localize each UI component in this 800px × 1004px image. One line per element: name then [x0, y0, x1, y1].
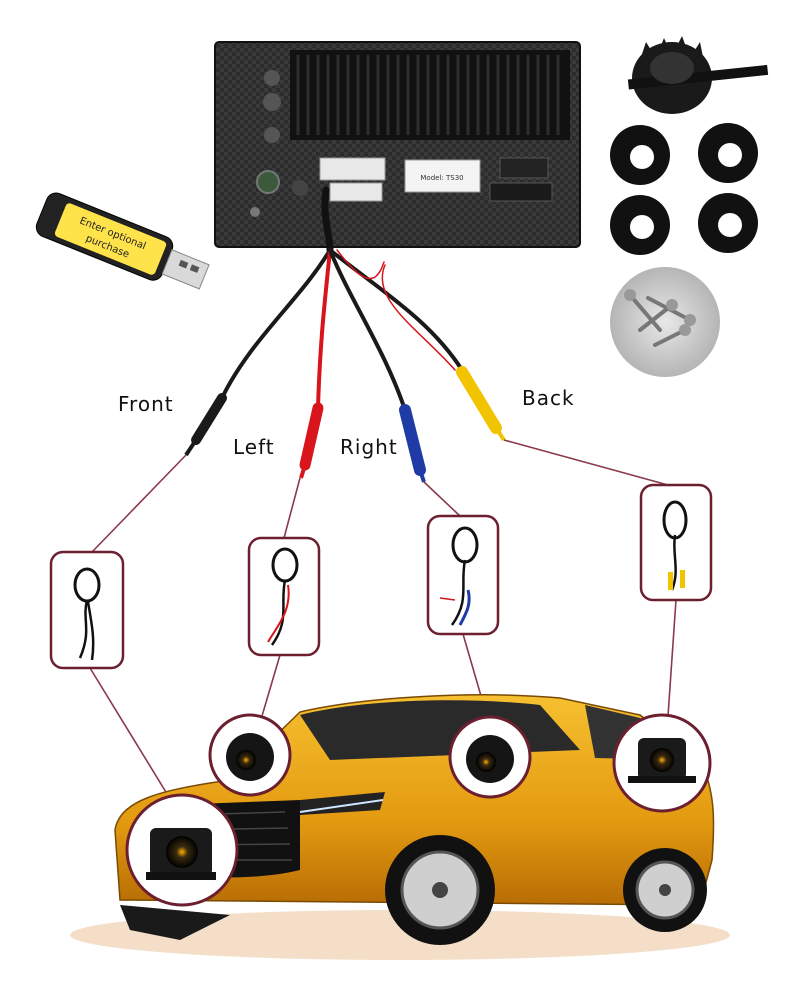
cable-harness — [220, 186, 464, 412]
camera-lens-icon — [166, 836, 198, 868]
hole-saw-icon — [627, 36, 769, 114]
back-plug — [456, 366, 506, 442]
right-cable-box — [426, 514, 500, 636]
usb-stick: Enter optional purchase — [35, 192, 210, 290]
right-plug — [399, 404, 426, 483]
right-camera — [448, 715, 532, 799]
rubber-grommets — [610, 123, 758, 255]
left-camera — [208, 713, 292, 797]
gps-port — [256, 170, 280, 194]
camera-lens-icon — [476, 752, 496, 772]
antenna-port — [264, 70, 280, 86]
left-plug — [299, 402, 324, 479]
grommet-icon — [610, 125, 670, 185]
front-plug — [184, 393, 227, 457]
left-cable-box — [247, 536, 321, 657]
front-camera — [125, 793, 239, 907]
screws-icon — [610, 267, 720, 377]
front-cable-box — [49, 550, 125, 670]
windshield — [300, 700, 580, 760]
camera-lens-icon — [650, 748, 674, 772]
right-label: Right — [340, 435, 398, 459]
grommet-icon — [698, 123, 758, 183]
model-sticker — [404, 159, 481, 193]
left-label: Left — [233, 435, 275, 459]
sticker-text: Model: TS30 — [420, 174, 463, 182]
head-unit: Model: TS30 — [214, 41, 581, 248]
wire-connector — [319, 157, 386, 181]
front-label: Front — [118, 392, 174, 416]
camera-lens-icon — [236, 750, 256, 770]
grommet-icon — [610, 195, 670, 255]
grommet-icon — [698, 193, 758, 253]
back-cable-box — [639, 483, 713, 602]
back-camera — [612, 713, 712, 813]
back-label: Back — [522, 386, 575, 410]
